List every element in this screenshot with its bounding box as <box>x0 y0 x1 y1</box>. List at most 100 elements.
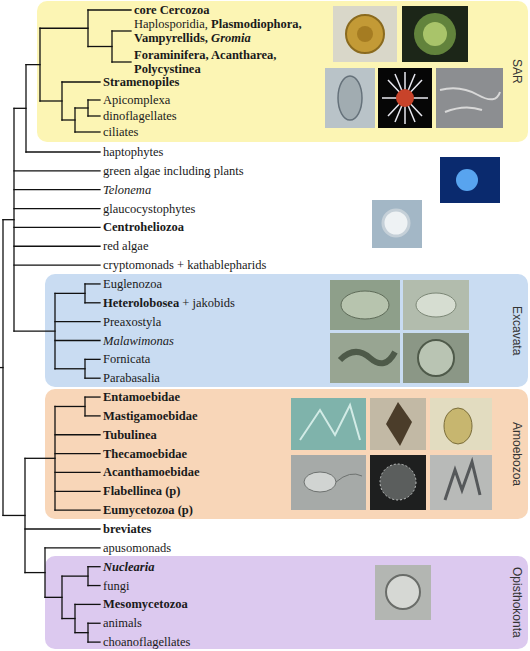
tree-branch <box>85 396 100 397</box>
tree-branch <box>14 108 26 109</box>
tree-branch <box>14 189 100 190</box>
tree-branch <box>62 119 75 120</box>
tree-branch <box>75 131 100 132</box>
micrograph <box>403 280 469 330</box>
micrograph <box>440 157 500 203</box>
tree-branch <box>85 378 100 379</box>
taxon-word: Entamoebidae <box>103 390 180 404</box>
taxon-label: cryptomonads + kathablepharids <box>103 258 266 272</box>
tree-branch <box>88 623 100 624</box>
clade-name: Opisthokonta <box>508 556 526 649</box>
taxon-label: Flabellinea (p) <box>103 484 180 498</box>
taxon-word: apusomonads <box>103 541 171 555</box>
tree-branch <box>75 107 88 108</box>
tree-branch <box>55 406 85 407</box>
taxon-label: Mastigamoebidae <box>103 409 197 423</box>
taxon-word: Foraminifera, <box>134 48 211 62</box>
tree-branch <box>40 100 62 101</box>
taxon-word: breviates <box>103 522 151 536</box>
taxon-word: Euglenozoa <box>103 277 162 291</box>
taxon-label: Parabasalia <box>103 371 160 385</box>
micrograph <box>370 398 426 450</box>
taxon-word: fungi <box>103 579 129 593</box>
tree-branch <box>112 61 131 62</box>
tree-branch <box>55 340 100 341</box>
tree-branch <box>14 170 100 171</box>
taxon-word: jakobids <box>192 296 234 310</box>
taxon-label: Preaxostyla <box>103 315 161 329</box>
taxon-word: Apicomplexa <box>103 93 170 107</box>
tree-branch <box>88 9 131 10</box>
micrograph <box>402 6 468 62</box>
taxon-word: including <box>163 164 213 178</box>
micrograph <box>333 6 397 62</box>
taxon-label: Telonema <box>103 183 151 197</box>
taxon-word: Malawimonas <box>103 334 174 348</box>
tree-branch <box>55 293 85 294</box>
tree-branch <box>88 566 100 567</box>
tree-branch <box>85 283 100 284</box>
taxon-label: glaucocystophytes <box>103 202 195 216</box>
taxon-label: core Cercozoa <box>134 3 210 17</box>
taxon-word: Flabellinea <box>103 484 165 498</box>
tree-branch <box>25 458 55 459</box>
tree-branch <box>62 618 75 619</box>
taxon-word: algae <box>134 164 164 178</box>
micrograph <box>430 455 492 510</box>
tree-branch <box>14 227 100 228</box>
taxon-word: cryptomonads <box>103 258 177 272</box>
taxon-word: Thecamoebidae <box>103 447 187 461</box>
taxon-word: Fornicata <box>103 352 150 366</box>
taxon-label: Haplosporidia, Plasmodiophora, Vampyrell… <box>134 17 329 45</box>
taxon-word: Mastigamoebidae <box>103 409 197 423</box>
taxon-word: Cercozoa <box>160 3 210 17</box>
taxon-word: Preaxostyla <box>103 315 161 329</box>
taxon-label: red algae <box>103 239 148 253</box>
micrographs <box>291 6 503 620</box>
tree-branch <box>26 64 40 65</box>
tree-branch <box>75 632 88 633</box>
tree-branch <box>55 368 85 369</box>
taxon-word: Heterolobosea <box>103 296 182 310</box>
taxon-label: breviates <box>103 522 151 536</box>
taxon-word: Telonema <box>103 183 151 197</box>
micrograph <box>430 398 492 450</box>
tree-branch <box>55 434 100 435</box>
taxon-label: Heterolobosea + jakobids <box>103 296 235 310</box>
tree-branch <box>40 28 88 29</box>
micrograph <box>436 68 503 128</box>
tree-branch <box>55 472 100 473</box>
taxon-label: Entamoebidae <box>103 390 180 404</box>
tree-branch <box>62 575 88 576</box>
taxon-label: Euglenozoa <box>103 277 162 291</box>
clade-name: SAR <box>508 1 526 142</box>
clade-name: Excavata <box>508 274 526 387</box>
taxon-label: Eumycetozoa (p) <box>103 503 193 517</box>
micrograph <box>375 565 431 620</box>
taxon-label: Fornicata <box>103 352 150 366</box>
taxon-word: (p) <box>178 503 193 517</box>
taxon-word: plants <box>214 164 244 178</box>
taxon-label: ciliates <box>103 125 138 139</box>
tree-branch <box>88 641 100 642</box>
taxon-word: Polycystinea <box>134 62 201 76</box>
tree-branch <box>3 515 25 516</box>
taxon-word: glaucocystophytes <box>103 202 195 216</box>
taxon-word: Mesomycetozoa <box>103 597 188 611</box>
taxon-word: red <box>103 239 122 253</box>
micrograph <box>291 398 366 450</box>
tree-branch <box>85 302 100 303</box>
taxon-label: animals <box>103 616 142 630</box>
tree-branch <box>25 528 100 529</box>
taxon-word: kathablepharids <box>187 258 266 272</box>
taxon-word: Acanthamoebidae <box>103 465 200 479</box>
tree-branch <box>3 219 14 220</box>
micrograph <box>403 333 469 383</box>
tree-branch <box>45 547 100 548</box>
taxon-label: Nuclearia <box>103 560 154 574</box>
taxon-label: Tubulinea <box>103 428 157 442</box>
micrograph <box>370 455 426 510</box>
tree-branch <box>14 330 55 331</box>
taxon-label: Malawimonas <box>103 334 174 348</box>
